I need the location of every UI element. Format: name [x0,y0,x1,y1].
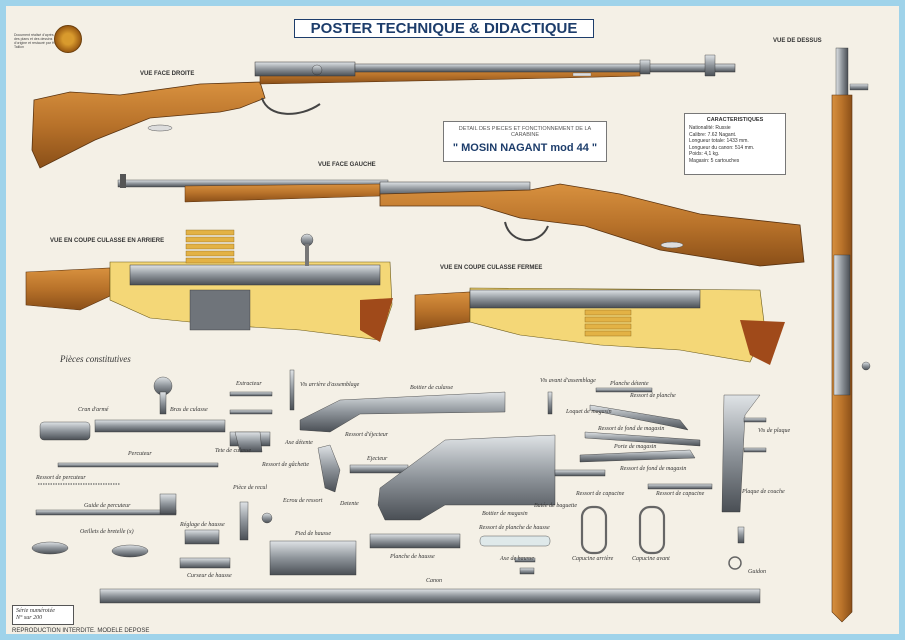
part-label: Guidon [748,569,766,575]
part-label: Bottier de magasin [482,511,528,517]
view-label-top: VUE DE DESSUS [773,38,822,44]
cutaway-closed [414,287,785,365]
view-label-cut-closed: VUE EN COUPE CULASSE FERMEE [440,265,543,271]
part-label: Curseur de hausse [187,573,232,579]
part-label: Ressort de percuteur [36,475,86,481]
spec-row: Magasin: 5 cartouches [689,157,740,164]
part-label: Cran d'armé [78,407,109,413]
part-label: Tete de culasse [215,448,252,454]
page-title: POSTER TECHNIQUE & DIDACTIQUE [294,19,594,38]
detail-subtitle: DETAIL DES PIECES ET FONCTIONNEMENT DE L… [458,126,592,138]
view-label-right: VUE FACE DROITE [140,71,195,77]
view-label-cut-open: VUE EN COUPE CULASSE EN ARRIERE [50,238,165,244]
part-label: Capucine avant [632,556,670,562]
part-label: Ressort de capucine [656,491,705,497]
part-label: Guide de percuteur [84,503,131,509]
rifle-top-view [831,47,871,623]
part-label: Vis de plaque [758,428,791,434]
rifle-name: " MOSIN NAGANT mod 44 " [452,142,598,154]
part-label: Percuteur [128,451,152,457]
part-label: Ressort de fond de magasin [620,466,687,472]
part-label: Oeillets de bretelle (x) [80,529,134,535]
part-label: Ecrou de ressort [283,498,323,504]
parts-heading: Pièces constitutives [60,354,131,364]
spec-row: Nationalité: Russie [689,125,731,131]
spec-row: Calibre: 7.62 Nagant. [689,131,737,138]
part-label: Extracteur [236,381,262,387]
part-label: Capucine arrière [572,556,614,562]
specs-heading: CARACTERISTIQUES [706,117,764,123]
part-label: Bras de culasse [170,407,208,413]
rifle-right-view [31,54,736,169]
logo-caption: Document réalisé d'après des plans et de… [14,33,56,49]
part-label: Loquet de magasin [566,409,612,415]
part-label: Plaque de couche [742,489,785,495]
detail-box: DETAIL DES PIECES ET FONCTIONNEMENT DE L… [443,121,607,162]
part-label: Pied de hausse [295,531,331,537]
serial-line-2: N° sur 200 [16,615,43,621]
parts-group [31,369,767,604]
spec-row: Longueur totale: 1433 mm. [689,138,749,145]
part-label: Ressort de capucine [576,491,625,497]
part-label: Planche de hausse [390,554,435,560]
part-label: Detente [340,501,359,507]
specs-box: CARACTERISTIQUES Nationalité: Russie Cal… [684,113,786,175]
part-label: Ressort d'éjecteur [345,432,389,438]
serial-box: Série numérotée N° sur 200 [12,605,74,625]
part-label: Ressort de fond de magasin [598,426,665,432]
spec-row: Poids: 4,1 kg. [689,151,720,158]
serial-line-1: Série numérotée [16,608,55,614]
spec-row: Longueur du canon: 514 mm. [689,144,755,151]
part-label: Vis arrière d'assemblage [300,382,360,388]
part-label: Axe de hausse [500,556,534,562]
part-label: Porte de magasin [614,444,657,450]
view-label-left: VUE FACE GAUCHE [318,162,376,168]
rifle-left-view [117,174,805,267]
part-label: Pièce de recul [233,485,268,491]
part-label: Canon [426,578,443,584]
footer-notice: REPRODUCTION INTERDITE. MODELE DEPOSE [12,628,150,634]
part-label: Ressort de planche [630,393,676,399]
part-label: Réglage de hausse [180,522,225,528]
publisher-logo [54,25,82,53]
part-label: Boitier de culasse [410,385,453,391]
cutaway-open [25,229,393,342]
part-label: Ressort de planche de hausse [479,525,550,531]
part-label: Planche détente [610,381,649,387]
part-label: Butée de baguette [534,503,577,509]
part-label: Vis avant d'assemblage [540,378,596,384]
part-label: Ressort de gâchette [262,462,309,468]
part-label: Ejecteur [367,456,388,462]
part-label: Axe détente [285,440,313,446]
